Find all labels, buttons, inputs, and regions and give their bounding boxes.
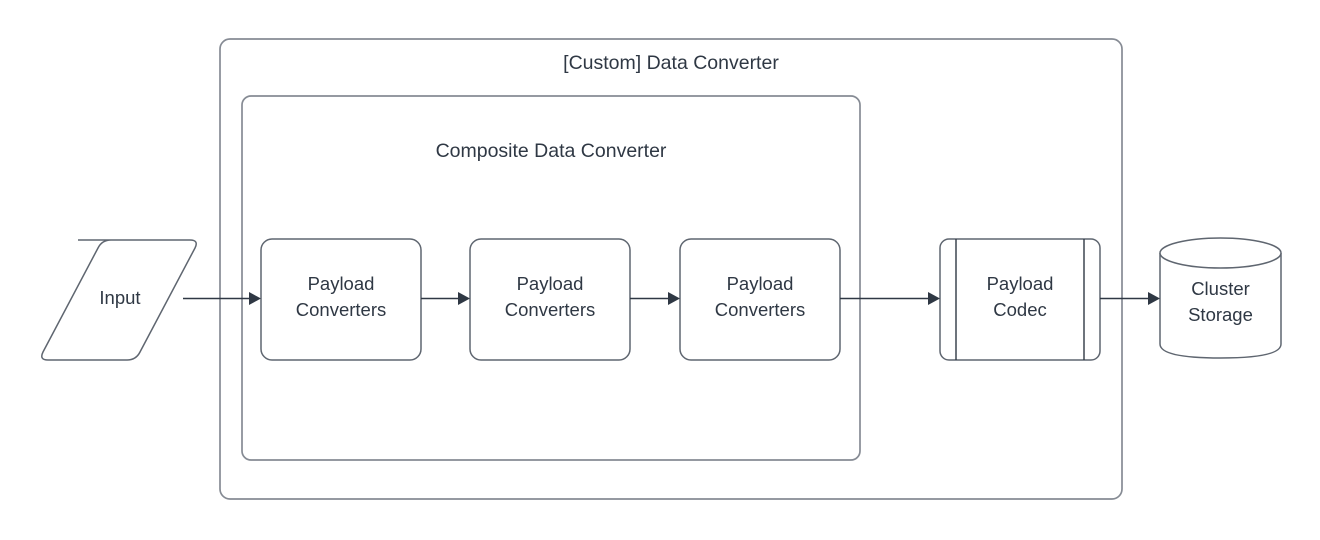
node-cluster-storage-body[interactable]	[1159, 253, 1282, 359]
node-cluster-storage-label-line1: Cluster	[1191, 278, 1250, 299]
node-cluster-storage-label-line2: Storage	[1188, 304, 1253, 325]
node-payload-codec-label-line1: Payload	[987, 273, 1054, 294]
node-payload-converters-2-shape[interactable]	[469, 238, 631, 361]
node-cluster-storage[interactable]: Cluster Storage	[1159, 237, 1282, 359]
container-custom-data-converter-label: [Custom] Data Converter	[563, 52, 779, 74]
node-input-label: Input	[99, 287, 140, 308]
edge-converter-3-to-payload-codec-arrowhead	[928, 292, 940, 305]
edge-input-to-converter-1	[183, 292, 261, 305]
node-payload-codec-label-line2: Codec	[993, 299, 1046, 320]
node-payload-converters-2[interactable]: Payload Converters	[469, 238, 631, 361]
node-payload-converters-3-label-line1: Payload	[727, 273, 794, 294]
node-payload-converters-3-shape[interactable]	[679, 238, 841, 361]
node-payload-converters-1-shape[interactable]	[260, 238, 422, 361]
node-payload-codec-shape[interactable]	[939, 238, 1101, 361]
node-payload-converters-2-label-line2: Converters	[505, 299, 595, 320]
edge-payload-codec-to-cluster-storage-arrowhead	[1148, 292, 1160, 305]
edge-input-to-converter-1-arrowhead	[249, 292, 261, 305]
node-input-shape[interactable]	[41, 239, 197, 361]
node-payload-converters-3[interactable]: Payload Converters	[679, 238, 841, 361]
node-input[interactable]: Input	[41, 239, 197, 361]
edge-payload-codec-to-cluster-storage	[1100, 292, 1160, 305]
node-payload-converters-1-label-line1: Payload	[308, 273, 375, 294]
edge-converter-2-to-converter-3	[630, 292, 680, 305]
node-payload-converters-3-label-line2: Converters	[715, 299, 805, 320]
container-composite-data-converter-label: Composite Data Converter	[436, 140, 667, 162]
node-cluster-storage-top-ellipse	[1159, 237, 1282, 269]
node-payload-converters-1[interactable]: Payload Converters	[260, 238, 422, 361]
node-payload-converters-2-label-line1: Payload	[517, 273, 584, 294]
node-payload-converters-1-label-line2: Converters	[296, 299, 386, 320]
edge-converter-1-to-converter-2-arrowhead	[458, 292, 470, 305]
edge-converter-2-to-converter-3-arrowhead	[668, 292, 680, 305]
edge-converter-1-to-converter-2	[421, 292, 470, 305]
edge-converter-3-to-payload-codec	[840, 292, 940, 305]
node-payload-codec[interactable]: Payload Codec	[939, 238, 1101, 361]
